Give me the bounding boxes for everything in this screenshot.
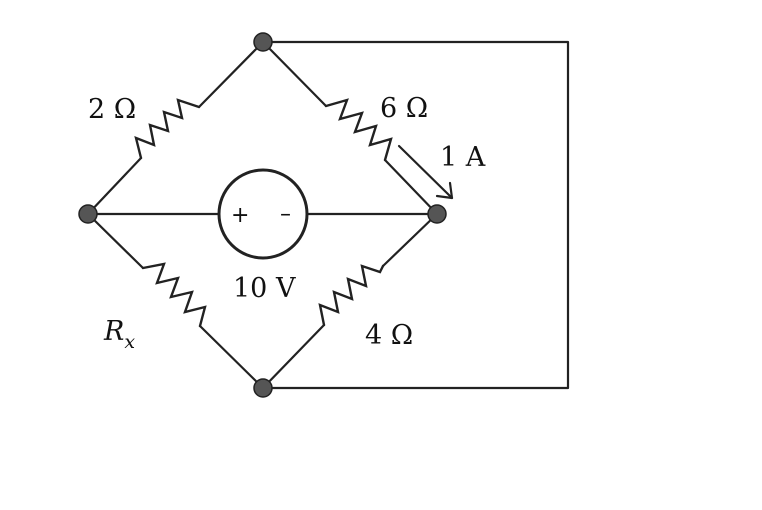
voltage-source-branch: + – <box>86 168 439 260</box>
label-current: 1 A <box>440 142 486 173</box>
source-plus-sign: + <box>231 203 249 228</box>
label-rx: Rx <box>103 316 135 353</box>
resistor-2-ohm <box>86 40 265 216</box>
resistor-rx <box>86 212 265 390</box>
node-top <box>253 32 273 52</box>
label-2-ohm: 2 Ω <box>88 94 136 125</box>
label-source-voltage: 10 V <box>233 273 296 304</box>
label-6-ohm: 6 Ω <box>380 93 428 124</box>
outer-loop-wire <box>261 40 570 390</box>
node-right <box>427 204 447 224</box>
resistor-6-ohm <box>261 40 439 216</box>
resistor-4-ohm <box>261 212 439 390</box>
label-4-ohm: 4 Ω <box>365 320 413 351</box>
source-minus-sign: – <box>280 202 291 227</box>
current-arrow <box>397 144 454 200</box>
node-left <box>78 204 98 224</box>
node-bottom <box>253 378 273 398</box>
